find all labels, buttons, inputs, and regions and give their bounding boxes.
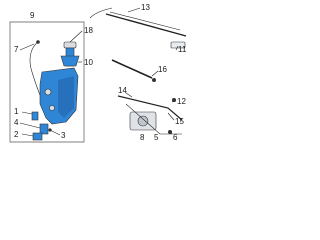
callout-1: 1 xyxy=(14,107,19,116)
leader-6 xyxy=(169,131,173,135)
callout-10: 10 xyxy=(84,58,93,67)
leader-1 xyxy=(21,111,33,115)
leader-12 xyxy=(171,100,177,103)
wiper-motor-housing xyxy=(137,115,149,127)
callout-6: 6 xyxy=(173,133,178,142)
callout-11: 11 xyxy=(178,45,187,54)
leader-14 xyxy=(125,92,133,98)
callout-14: 14 xyxy=(118,86,127,95)
leader-7 xyxy=(19,43,35,51)
wiper-arm xyxy=(111,59,153,79)
leader-11 xyxy=(175,45,179,51)
filler-cap xyxy=(63,41,77,49)
wiper-blade-upper-refill xyxy=(109,11,181,31)
reservoir-bracket-hole xyxy=(44,88,52,96)
wiper-motor-bracket xyxy=(125,103,182,135)
wiper-blade-upper xyxy=(105,13,187,37)
wiper-blade-end-clip xyxy=(170,41,186,49)
leader-18 xyxy=(69,30,83,43)
filler-funnel xyxy=(60,55,80,67)
callout-9: 9 xyxy=(30,11,35,20)
callout-2: 2 xyxy=(14,130,19,139)
callout-4: 4 xyxy=(14,118,19,127)
leader-15 xyxy=(167,112,175,121)
callout-3: 3 xyxy=(61,131,66,140)
callout-12: 12 xyxy=(177,97,186,106)
callout-7: 7 xyxy=(14,45,19,54)
wiper-arm-pivot xyxy=(152,78,156,82)
washer-pump-lower xyxy=(32,132,43,141)
callout-13: 13 xyxy=(141,3,150,12)
leader-4 xyxy=(19,122,41,129)
leader-2 xyxy=(21,133,34,137)
reservoir-group-frame xyxy=(9,21,85,143)
callout-18: 18 xyxy=(84,26,93,35)
callout-8: 8 xyxy=(140,133,145,142)
reservoir-bracket-hole-2 xyxy=(49,105,55,111)
callout-5: 5 xyxy=(154,133,159,142)
wiper-nozzle-hose xyxy=(89,7,113,19)
level-sensor xyxy=(31,111,39,121)
hose-connector xyxy=(36,40,40,44)
washer-wiper-parts-diagram: 9 18 7 10 13 11 16 14 12 15 1 4 2 3 6 5 … xyxy=(9,3,187,143)
leader-16 xyxy=(151,70,159,77)
wiper-linkage xyxy=(117,95,183,121)
callout-15: 15 xyxy=(175,117,184,126)
leader-13 xyxy=(127,7,141,13)
washer-pump xyxy=(39,123,49,135)
leader-3 xyxy=(49,129,61,136)
reservoir-shading xyxy=(58,76,74,118)
callout-16: 16 xyxy=(158,65,167,74)
